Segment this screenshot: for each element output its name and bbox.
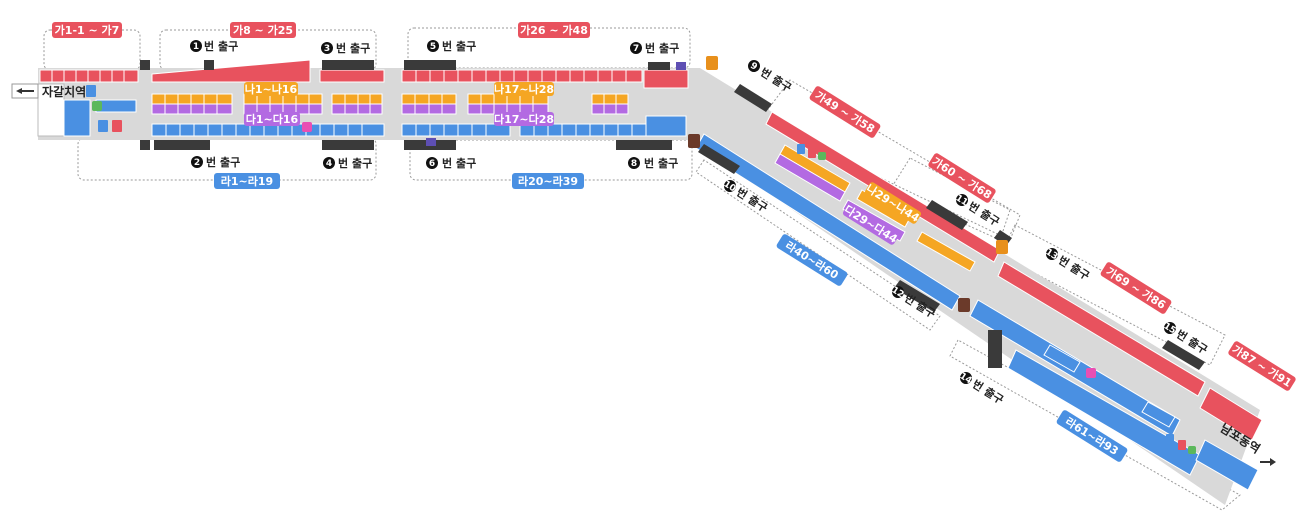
shops-diagonal-yellow [779,144,976,272]
svg-text:번 출구: 번 출구 [970,377,1006,407]
exit-4[interactable]: 4 번 출구 [323,156,372,170]
svg-text:2: 2 [194,158,200,168]
zone-label-z9: 라20~라39 [512,173,584,189]
svg-text:번 출구: 번 출구 [645,41,679,55]
svg-text:번 출구: 번 출구 [1056,253,1092,283]
svg-text:번 출구: 번 출구 [336,41,370,55]
exit-3[interactable]: 3 번 출구 [321,41,370,55]
svg-text:가26 ~ 가48: 가26 ~ 가48 [520,23,588,37]
svg-text:13: 13 [1044,247,1060,262]
svg-text:번 출구: 번 출구 [204,39,238,53]
zone-label-z1: 가1-1 ~ 가7 [52,22,122,38]
shops-diagonal-blue-mid [1043,344,1176,428]
shops-diagonal-red-upper [765,111,1001,263]
info-icon [86,85,96,97]
svg-text:5: 5 [430,42,436,52]
svg-text:6: 6 [429,159,435,169]
zone-label-z15: 가69 ~ 가86 [1100,262,1172,314]
shops-diagonal-red-east [997,261,1263,441]
exit-1[interactable]: 1 번 출구 [190,39,238,53]
zone-label-z3: 가26 ~ 가48 [518,22,590,38]
escalator-icon [426,138,436,146]
svg-text:9: 9 [748,61,759,73]
svg-text:가1-1 ~ 가7: 가1-1 ~ 가7 [55,23,120,37]
svg-text:10: 10 [722,179,738,194]
svg-text:자갈치역: 자갈치역 [42,84,86,99]
exit-8[interactable]: 8 번 출구 [628,156,678,170]
zone-label-z5: 나17~나28 [494,82,554,96]
svg-text:11: 11 [954,193,970,208]
svg-text:번 출구: 번 출구 [442,156,476,170]
exit-13[interactable]: 13 번 출구 [1043,245,1093,283]
nursing-room-icon [1086,368,1096,378]
arrow-left-icon [16,88,34,94]
cafe-icon [706,56,718,70]
exit-2[interactable]: 2 번 출구 [191,155,240,169]
exit-5[interactable]: 5 번 출구 [427,39,476,53]
escalator-icon [676,62,686,70]
restroom-icon [98,120,108,132]
island-dividers-west [164,94,617,114]
restroom-icon [1166,434,1174,444]
cafe-icon [688,134,700,148]
restroom-icon [797,144,805,154]
svg-text:나17~나28: 나17~나28 [494,82,554,96]
restroom-icon [808,148,816,158]
svg-text:번 출구: 번 출구 [644,156,678,170]
arrow-right-icon [1260,458,1276,466]
atm-icon [818,152,826,160]
svg-text:가69 ~ 가86: 가69 ~ 가86 [1104,264,1169,312]
restroom-icon [112,120,122,132]
exit-7[interactable]: 7 번 출구 [630,41,679,55]
exit-9[interactable]: 9 번 출구 [745,57,794,95]
shop-dividers-top [51,70,627,82]
svg-text:다1~다16: 다1~다16 [246,112,299,126]
cafe-icon [958,298,970,312]
svg-text:4: 4 [326,159,332,169]
cafe-icon [996,240,1008,254]
svg-text:다17~다28: 다17~다28 [494,112,554,126]
exit-6[interactable]: 6 번 출구 [426,156,476,170]
atm-icon [92,101,102,111]
svg-text:번 출구: 번 출구 [206,155,240,169]
zone-label-z6: 다1~다16 [244,112,300,126]
zone-label-z16: 가87 ~ 가91 [1228,341,1296,391]
shops-bottom-blue-west [63,99,687,137]
restroom-icon [1178,440,1186,450]
svg-text:8: 8 [631,159,637,169]
svg-text:가8 ~ 가25: 가8 ~ 가25 [233,23,293,37]
svg-text:1: 1 [193,42,199,52]
svg-text:번 출구: 번 출구 [758,65,794,95]
exit-14[interactable]: 14 번 출구 [957,369,1007,407]
zone-label-z2: 가8 ~ 가25 [230,22,296,38]
zone-label-z7: 다17~다28 [494,112,554,126]
exit-stairs [140,60,1205,370]
svg-text:15: 15 [1162,321,1178,336]
zone-label-z8: 라1~라19 [214,173,280,189]
nursing-room-icon [302,122,312,132]
svg-text:가87 ~ 가91: 가87 ~ 가91 [1230,342,1295,390]
zone-label-z4: 나1~나16 [244,82,298,96]
svg-text:번 출구: 번 출구 [442,39,476,53]
svg-text:라1~라19: 라1~라19 [221,174,273,188]
svg-text:7: 7 [633,44,639,54]
zone-label-z10: 가49 ~ 가58 [809,86,881,138]
svg-text:라40~라60: 라40~라60 [783,238,842,282]
svg-text:라20~라39: 라20~라39 [518,174,578,188]
svg-text:14: 14 [958,371,974,386]
station-west[interactable]: 자갈치역 [11,83,96,99]
zone-label-z14: 라40~라60 [776,234,848,286]
svg-text:가49 ~ 가58: 가49 ~ 가58 [813,88,878,136]
svg-text:번 출구: 번 출구 [338,156,372,170]
corridor-east [690,68,1260,505]
atm-icon [1188,446,1196,454]
svg-text:3: 3 [324,44,330,54]
facility-icons [92,56,1196,454]
svg-text:나1~나16: 나1~나16 [245,82,298,96]
